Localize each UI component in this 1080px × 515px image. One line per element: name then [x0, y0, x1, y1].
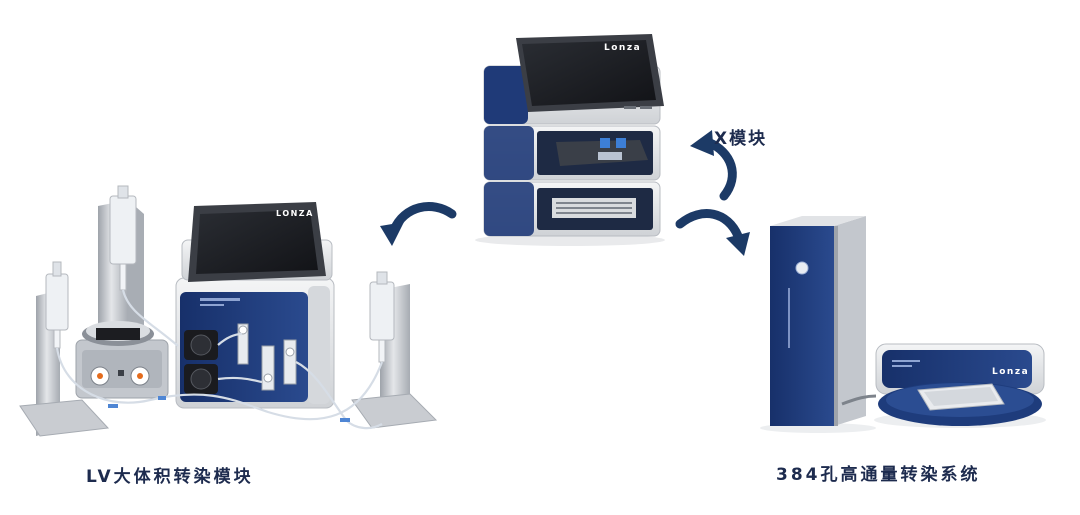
curved-arrow-icon [675, 209, 750, 256]
hts-device-brand: Lonza [992, 367, 1029, 377]
x-module-label: X模块 [714, 129, 768, 149]
top-device-brand: Lonza [604, 43, 641, 53]
hts-system-label: 384孔高通量转染系统 [776, 465, 981, 485]
lv-system: LONZA [19, 185, 438, 437]
curved-arrow-icon [380, 202, 457, 246]
top-stacked-device: Lonza [475, 34, 665, 246]
lv-device-brand: LONZA [276, 209, 314, 218]
hts-system: Lonza [760, 216, 1046, 433]
curved-arrow-icon [690, 130, 737, 201]
lv-module-label: LV大体积转染模块 [86, 467, 254, 487]
